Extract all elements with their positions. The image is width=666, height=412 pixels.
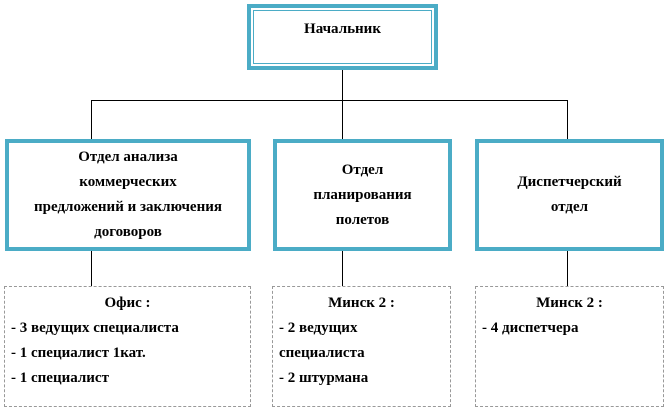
connector (91, 251, 92, 286)
dept-line: Диспетчерский (517, 174, 622, 190)
connector (342, 70, 343, 139)
dept-line: договоров (94, 224, 162, 240)
location-box-minsk-planning: Минск 2 : - 2 ведущих специалиста - 2 шт… (272, 286, 451, 407)
location-item: - 1 специалист (11, 370, 109, 386)
location-item: - 1 специалист 1кат. (11, 345, 146, 361)
dept-line: Отдел (341, 161, 384, 178)
department-box-analysis: Отдел анализа коммерческих предложений и… (5, 139, 251, 251)
head-box: Начальник (247, 4, 438, 70)
dept-line: планирования (313, 186, 412, 203)
dept-line: отдел (550, 199, 589, 215)
dept-line: Отдел анализа (78, 149, 178, 165)
head-label: Начальник (304, 21, 381, 37)
location-title: Офис : (104, 295, 151, 311)
dept-line: коммерческих (79, 174, 177, 190)
location-item: - 3 ведущих специалиста (11, 320, 179, 336)
connector (91, 100, 568, 101)
location-title: Минск 2 : (328, 295, 395, 311)
location-item: специалиста (279, 345, 365, 361)
department-box-planning: Отдел планирования полетов (273, 139, 452, 251)
connector (91, 100, 92, 139)
location-item: - 2 ведущих (279, 320, 358, 336)
connector (567, 100, 568, 139)
location-title: Минск 2 : (536, 295, 603, 311)
location-item: - 4 диспетчера (482, 320, 579, 336)
dept-line: полетов (335, 211, 390, 228)
location-box-minsk-dispatch: Минск 2 : - 4 диспетчера (475, 286, 664, 407)
location-item: - 2 штурмана (279, 370, 369, 386)
connector (342, 251, 343, 286)
department-box-dispatch: Диспетчерский отдел (475, 139, 664, 251)
dept-line: предложений и заключения (34, 199, 222, 215)
location-box-office: Офис : - 3 ведущих специалиста - 1 специ… (4, 286, 251, 407)
connector (567, 251, 568, 286)
